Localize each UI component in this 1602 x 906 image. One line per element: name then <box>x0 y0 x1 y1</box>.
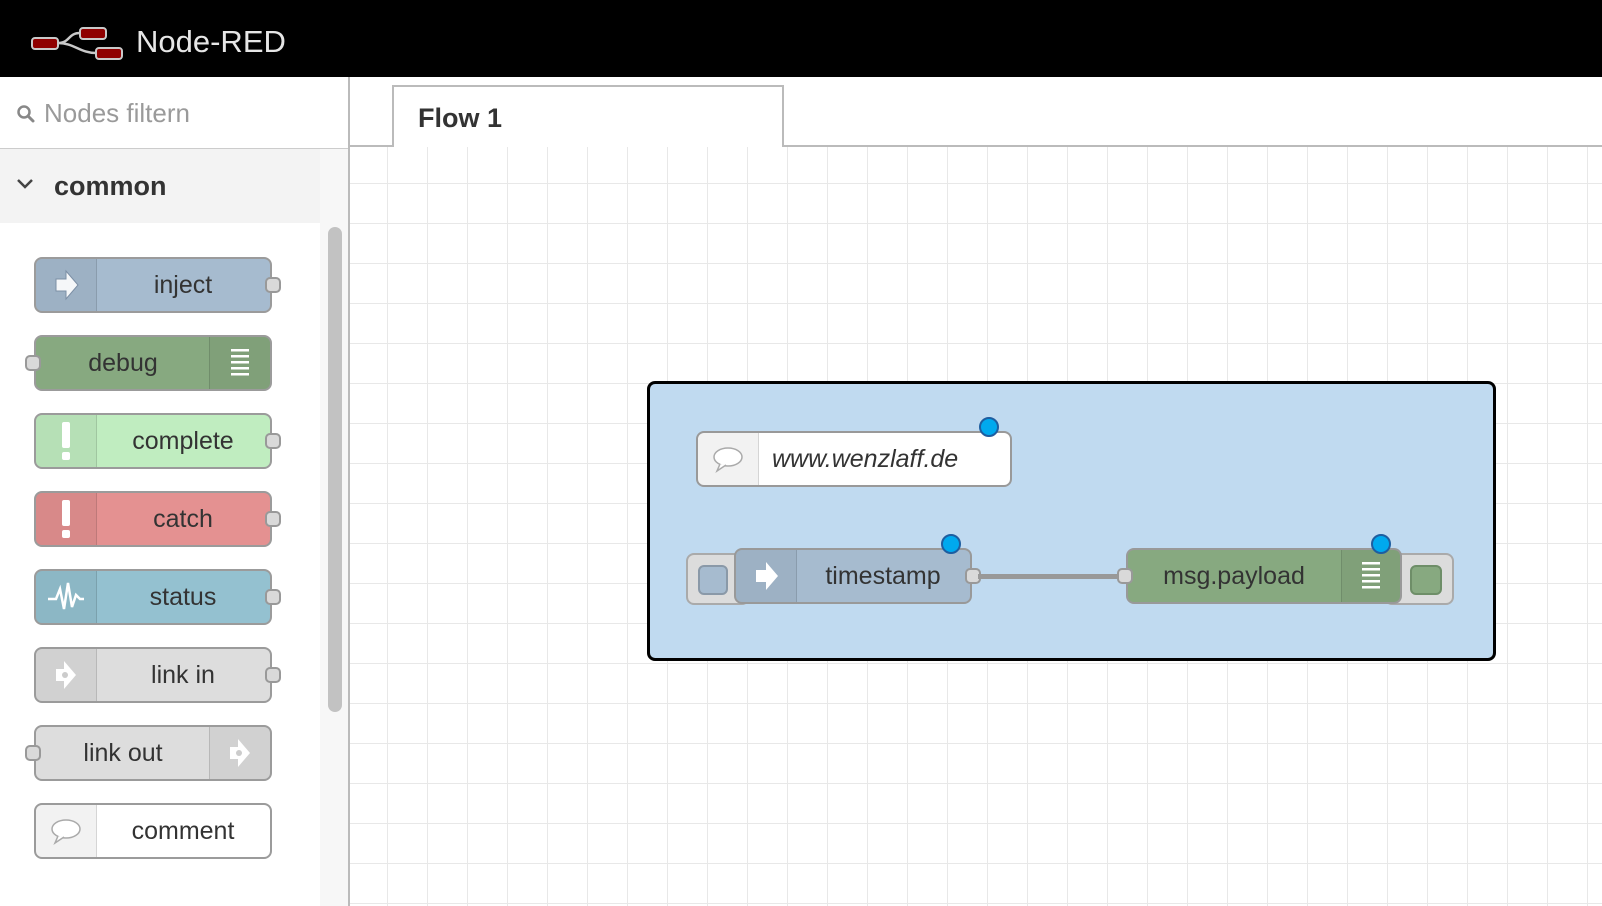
input-port[interactable] <box>25 355 41 371</box>
flow-node-label: timestamp <box>825 561 941 590</box>
input-port[interactable] <box>25 745 41 761</box>
palette-scrollbar[interactable] <box>328 227 342 712</box>
palette-node-link-in[interactable]: link in <box>34 647 281 703</box>
workspace: Flow 1 www.wenzlaff.de timestamp <box>350 77 1602 906</box>
palette-node-label: catch <box>153 504 213 533</box>
alert-icon <box>36 415 97 467</box>
palette-node-inject[interactable]: inject <box>34 257 281 313</box>
node-group[interactable] <box>647 381 1496 661</box>
palette-node-label: link in <box>151 660 215 689</box>
arrow-in-icon <box>736 550 797 602</box>
palette-node-catch[interactable]: catch <box>34 491 281 547</box>
output-port[interactable] <box>265 511 281 527</box>
nodes-filter-input[interactable] <box>44 95 334 131</box>
output-port[interactable] <box>265 433 281 449</box>
changed-indicator <box>1371 534 1391 554</box>
wire[interactable] <box>978 574 1128 579</box>
palette-node-label: inject <box>153 270 213 299</box>
node-red-logo <box>31 27 123 60</box>
tab-bar: Flow 1 <box>350 77 1602 149</box>
pulse-icon <box>36 571 97 623</box>
palette-node-label: link out <box>83 738 163 767</box>
list-icon <box>1341 550 1400 602</box>
header-bar: Node-RED <box>0 0 1602 77</box>
search-icon <box>17 105 35 123</box>
output-port[interactable] <box>265 589 281 605</box>
flow-node-label: msg.payload <box>1163 561 1305 590</box>
flow-node-timestamp[interactable]: timestamp <box>734 548 981 604</box>
palette-node-link-out[interactable]: link out <box>25 725 272 781</box>
node-palette: common inject debug complete catch <box>0 77 350 906</box>
category-label: common <box>54 171 167 201</box>
alert-icon <box>36 493 97 545</box>
palette-filter <box>0 77 348 149</box>
palette-node-label: comment <box>131 816 235 845</box>
changed-indicator <box>979 417 999 437</box>
output-port[interactable] <box>265 667 281 683</box>
arrow-in-icon <box>36 259 97 311</box>
palette-node-comment[interactable]: comment <box>34 803 272 859</box>
flow-canvas[interactable]: www.wenzlaff.de timestamp msg.payload <box>350 147 1602 906</box>
palette-node-label: debug <box>88 348 158 377</box>
list-icon <box>209 337 270 389</box>
changed-indicator <box>941 534 961 554</box>
comment-icon <box>698 433 759 485</box>
app-title: Node-RED <box>136 24 286 59</box>
input-port[interactable] <box>1117 568 1133 584</box>
flow-node-msg-payload[interactable]: msg.payload <box>1117 548 1402 604</box>
palette-node-complete[interactable]: complete <box>34 413 281 469</box>
tab-flow-1[interactable]: Flow 1 <box>392 85 784 149</box>
link-out-icon <box>209 727 270 779</box>
chevron-down-icon <box>17 179 33 189</box>
flow-node-label: www.wenzlaff.de <box>772 444 959 473</box>
output-port[interactable] <box>265 277 281 293</box>
palette-node-debug[interactable]: debug <box>25 335 272 391</box>
palette-node-label: complete <box>132 426 234 455</box>
link-in-icon <box>36 649 97 701</box>
debug-toggle-square <box>1410 565 1442 595</box>
comment-icon <box>36 805 97 857</box>
palette-category-common[interactable]: common <box>0 149 320 223</box>
tab-label: Flow 1 <box>418 103 503 133</box>
palette-node-label: status <box>149 582 217 611</box>
palette-node-status[interactable]: status <box>34 569 281 625</box>
flow-node-comment[interactable]: www.wenzlaff.de <box>696 431 1012 487</box>
inject-button-square <box>698 565 728 595</box>
